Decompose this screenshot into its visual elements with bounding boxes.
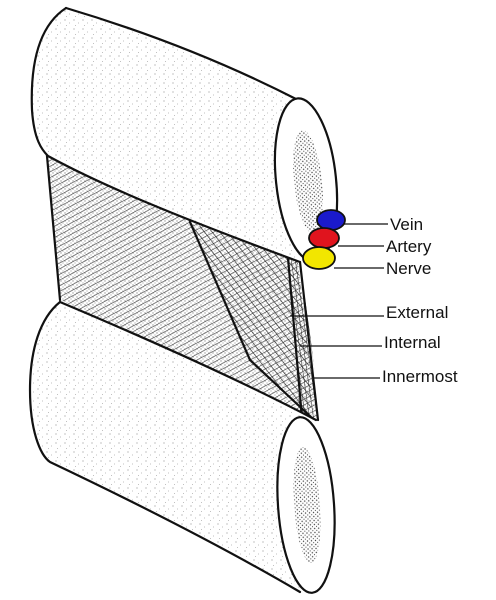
artery-marker [309,228,339,248]
vein-label: Vein [390,215,423,234]
vein-marker [317,210,345,230]
nerve-label: Nerve [386,259,431,278]
nerve-marker [303,247,335,269]
innermost-label: Innermost [382,367,458,386]
internal-label: Internal [384,333,441,352]
labels: Vein Artery Nerve External Internal Inne… [382,215,458,386]
external-label: External [386,303,448,322]
artery-label: Artery [386,237,432,256]
